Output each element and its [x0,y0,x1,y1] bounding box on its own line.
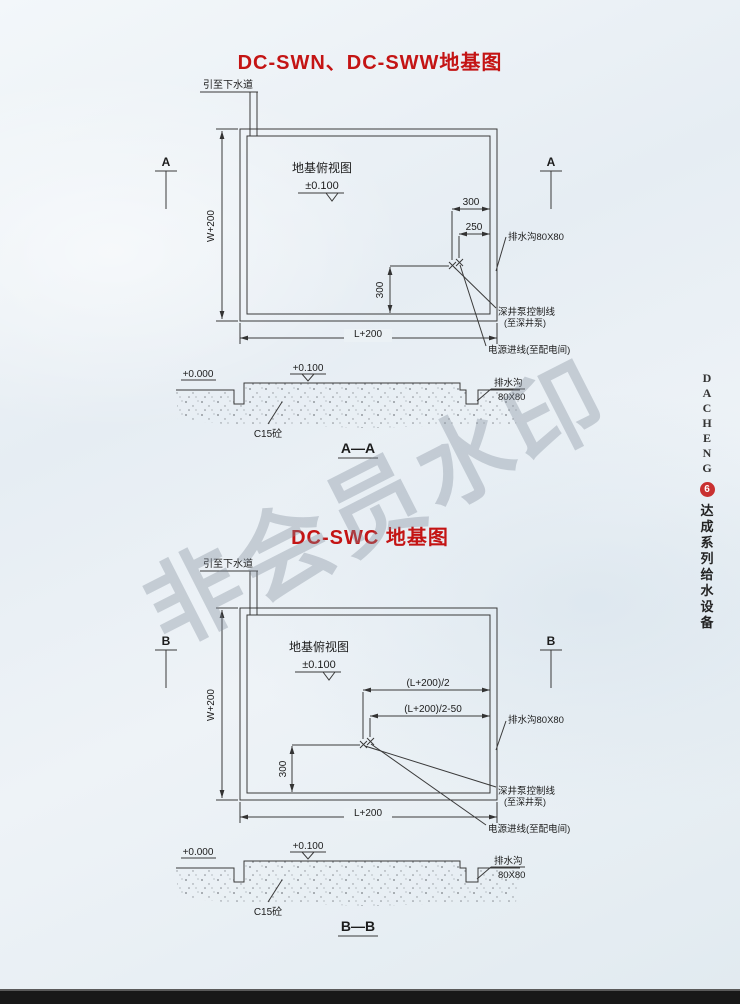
plan-view-2: 引至下水道 B B W+200 地基俯视图 ±0.100 (L+200)/2 (… [155,557,571,835]
foundation-inner-wall [246,135,491,315]
series-char: 达 [700,503,714,518]
drain-label: 排水沟80X80 [508,714,564,726]
section-cut-mark-right [540,649,562,688]
section-view-2: +0.000 +0.100 C15砼 排水沟 80X80 B—B [176,841,526,937]
brand-letter: C [702,401,712,415]
drain-size-label: 80X80 [498,870,525,881]
series-char: 备 [700,615,714,630]
pump-line-label-2: (至深井泵) [504,796,546,807]
drain-size-label: 80X80 [498,392,525,403]
pump-line-label: 深井泵控制线 [498,306,556,318]
cable-entry-mark [455,258,464,267]
series-char: 系 [700,535,714,550]
series-char: 列 [700,551,714,566]
cable-entry-mark [366,737,375,746]
pump-line-label-2: (至深井泵) [504,317,546,328]
brand-letter: H [702,416,712,430]
dim-l-label: L+200 [354,329,383,340]
plan2-labels: 引至下水道 B B W+200 地基俯视图 ±0.100 (L+200)/2 (… [162,557,571,835]
section2-linework [176,851,525,937]
sidebar-brand: D A C H E N G 6 达 成 系 列 给 水 设 备 [693,372,721,630]
foundation-outer-wall [239,607,498,801]
dim-w-label: W+200 [206,210,217,242]
plan2-linework [155,570,562,826]
plan-level-label: ±0.100 [305,180,339,192]
plan-view-label: 地基俯视图 [292,160,352,175]
dim-half-label: (L+200)/2 [406,678,450,689]
section-title: A—A [341,440,375,456]
diagram2-title: DC-SWC 地基图 [291,527,449,549]
brand-letter: D [702,371,712,385]
section-cut-mark-left [155,649,177,688]
level-mark-icon [322,671,336,681]
section-cut-mark-left [155,170,177,209]
level-zero-label: +0.000 [183,847,214,858]
plan1-labels: 引至下水道 A A W+200 地基俯视图 ±0.100 300 250 300… [162,78,571,356]
section-letter-right: A [547,155,556,169]
ground-profile [176,382,520,405]
plan-level-label: ±0.100 [302,659,336,671]
level-100-label: +0.100 [293,363,324,374]
section-letter-left: A [162,155,171,169]
pump-line-label: 深井泵控制线 [498,785,556,797]
series-char: 水 [700,583,714,598]
series-char: 给 [700,567,714,582]
power-line-label: 电源进线(至配电间) [488,344,570,356]
diagram1-title: DC-SWN、DC-SWW地基图 [237,52,503,74]
dim-w-label: W+200 [206,689,217,721]
section-cut-mark-right [540,170,562,209]
bottom-edge-bar [0,989,740,1004]
sewer-label: 引至下水道 [203,557,253,570]
dim-text-bg [344,808,392,821]
series-char: 设 [700,599,714,614]
ground-profile [176,860,520,883]
section1-linework [176,373,525,459]
cable-entry-mark [359,740,368,749]
foundation-outer-wall [239,128,498,322]
dim-half-minus-label: (L+200)/2-50 [404,704,462,715]
level-mark-icon [325,192,339,202]
concrete-hatch [176,861,520,906]
dim-250-label: 250 [466,222,483,233]
sewer-label: 引至下水道 [203,78,253,91]
section1-labels: +0.000 +0.100 C15砼 排水沟 80X80 A—A [183,363,526,456]
concrete-label: C15砼 [254,905,282,918]
drain-word-label: 排水沟 [494,377,523,389]
section-letter-right: B [547,634,556,648]
dim-l-label: L+200 [354,808,383,819]
plan-view-1: 引至下水道 A A W+200 地基俯视图 ±0.100 300 250 300… [155,78,571,356]
level-zero-label: +0.000 [183,369,214,380]
brand-letter: N [702,446,712,460]
section2-labels: +0.000 +0.100 C15砼 排水沟 80X80 B—B [183,841,526,934]
brand-letter: E [702,431,711,445]
page-number-badge: 6 [699,482,715,497]
drain-label: 排水沟80X80 [508,231,564,243]
series-char: 成 [700,519,714,534]
dim-300-vert-label: 300 [375,281,386,298]
section-title: B—B [341,918,375,934]
foundation-inner-wall [246,614,491,794]
power-line-label: 电源进线(至配电间) [488,823,570,835]
plan-view-label: 地基俯视图 [289,639,349,654]
level-mark-icon [301,373,315,382]
brand-letter: G [702,461,712,475]
section-letter-left: B [162,634,171,648]
concrete-hatch [176,383,520,428]
drain-word-label: 排水沟 [494,855,523,867]
brand-letter: A [702,386,712,400]
section-view-1: +0.000 +0.100 C15砼 排水沟 80X80 A—A [176,363,526,459]
concrete-label: C15砼 [254,427,282,440]
dim-text-bg [344,329,392,342]
level-100-label: +0.100 [293,841,324,852]
dim-300-top-label: 300 [463,197,480,208]
dim-300-vert-label: 300 [278,760,289,777]
level-mark-icon [301,851,315,860]
